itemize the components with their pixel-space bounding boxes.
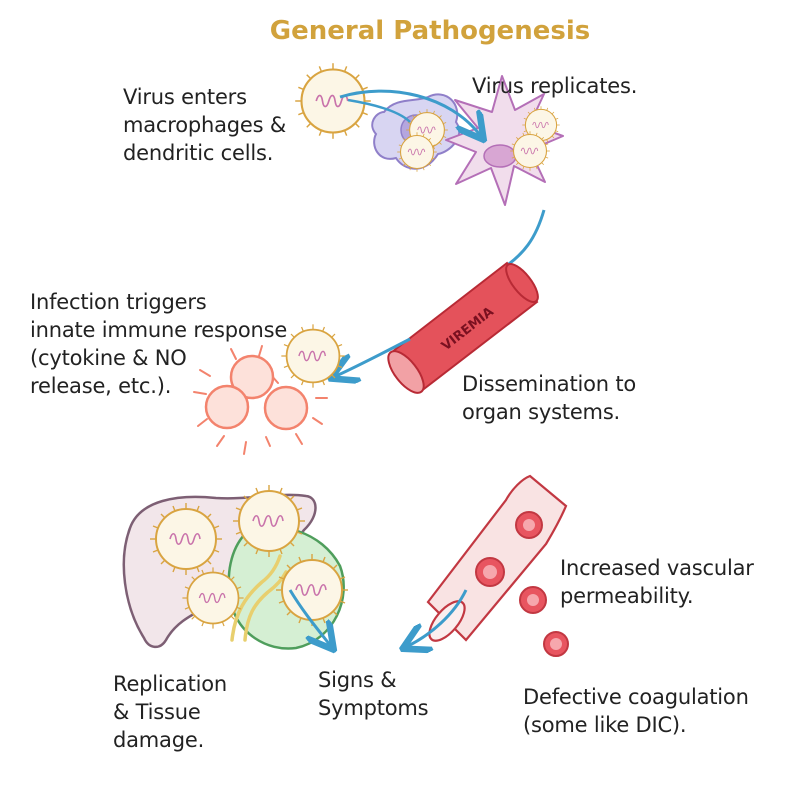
leaky-vessel — [426, 474, 569, 657]
label-defective-coagulation: Defective coagulation (some like DIC). — [523, 685, 749, 737]
virus-particle-icon — [280, 323, 346, 389]
immune-cells — [193, 345, 328, 455]
label-dissemination: Dissemination to organ systems. — [462, 372, 637, 424]
label-innate-immune-response: Infection triggers innate immune respons… — [30, 290, 288, 398]
label-signs-symptoms: Signs & Symptoms — [318, 668, 429, 720]
label-virus-replication: Virus replicates. — [472, 74, 638, 98]
page-title: General Pathogenesis — [269, 16, 591, 46]
viremia-vessel: VIREMIA — [387, 261, 539, 394]
arrow-dissemination — [336, 337, 411, 376]
arrow-infection — [339, 89, 480, 135]
label-vascular-permeability: Increased vascular permeability. — [560, 556, 754, 608]
arrow-to-viremia — [499, 209, 546, 272]
label-virus-entry: Virus enters macrophages & dendritic cel… — [123, 85, 287, 165]
arrow-entry — [347, 98, 411, 123]
arrow-to-signs-left — [288, 589, 330, 645]
label-tissue-damage: Replication & Tissue damage. — [113, 672, 228, 752]
arrow-to-signs-right — [408, 589, 468, 646]
